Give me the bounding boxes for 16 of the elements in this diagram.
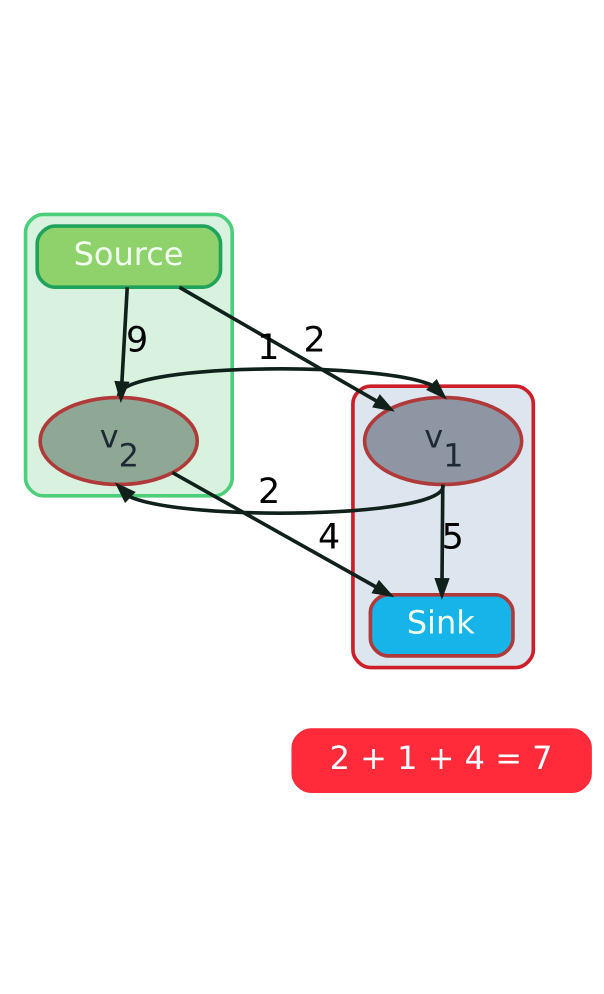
edge-label: 2 (303, 320, 326, 361)
node-box: Sink (368, 592, 515, 658)
edge-label: 4 (318, 518, 340, 558)
arrow (114, 482, 445, 515)
cluster (24, 212, 234, 498)
edge-label: 9 (126, 320, 148, 361)
node-box: 2 + 1 + 4 = 7 (291, 728, 592, 793)
edge-label: 2 (258, 472, 280, 512)
cluster (351, 384, 536, 670)
arrow (117, 367, 448, 400)
edge-label: 1 (257, 328, 280, 368)
edge-label: 5 (442, 518, 464, 558)
arrow (172, 471, 394, 598)
arrow (178, 286, 395, 412)
arrow (434, 484, 450, 600)
node-box: Source (35, 224, 222, 290)
